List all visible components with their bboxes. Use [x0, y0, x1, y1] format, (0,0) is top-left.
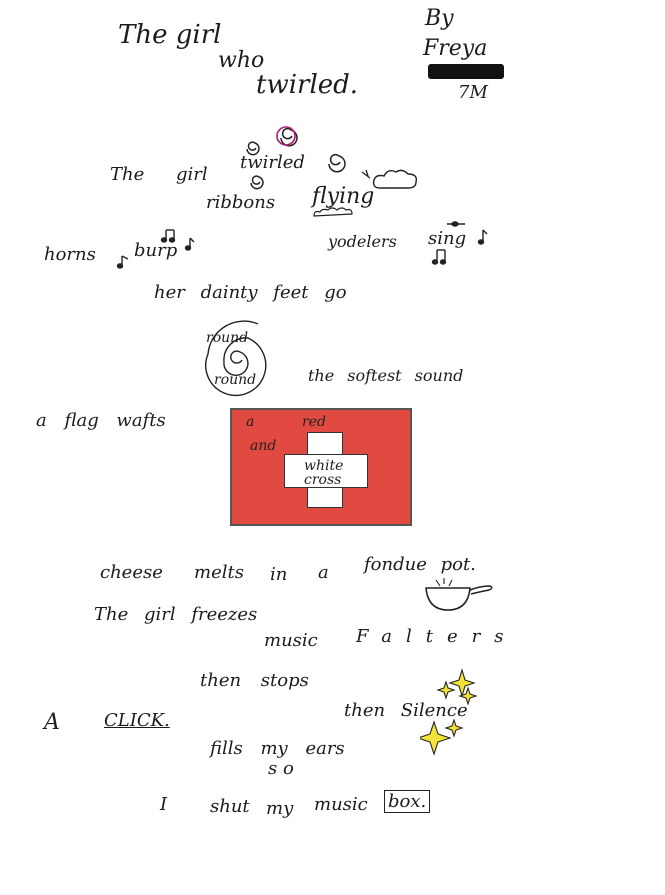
- redaction-scribble: [428, 64, 504, 79]
- line11-word-click: CLICK.: [104, 710, 170, 731]
- spiral-word-round-inner: round: [214, 372, 257, 388]
- spiral-icon: [246, 126, 346, 190]
- cloud-icon: [361, 169, 418, 189]
- line13: s o: [268, 758, 294, 779]
- line1-word-twirled: twirled: [240, 152, 305, 173]
- line5: the softest sound: [308, 366, 464, 385]
- music-note-icon: [116, 229, 195, 269]
- title-line-2: who: [218, 48, 265, 73]
- line11-word-then-silence: then Silence: [344, 700, 468, 721]
- flag-word-a: a: [246, 414, 255, 430]
- flag-word-red: red: [302, 414, 326, 430]
- line7-word-a: a: [318, 562, 329, 583]
- line8: The girl freezes: [94, 604, 258, 625]
- line7-word-cheese: cheese: [100, 562, 163, 583]
- swiss-flag: a red and white cross: [230, 408, 412, 526]
- author-name: Freya: [423, 36, 488, 61]
- music-note-icon: [431, 221, 488, 265]
- class-label: 7M: [458, 82, 488, 103]
- fondue-pot-icon: [425, 578, 493, 611]
- line7-word-in: in: [270, 564, 288, 585]
- line6: a flag wafts: [36, 410, 166, 431]
- line1-word-girl: girl: [176, 164, 208, 185]
- line14-word-music: music: [314, 794, 368, 815]
- line2-word-ribbons: ribbons: [206, 192, 276, 213]
- line14-word-box: box.: [384, 790, 431, 813]
- flag-word-white: white: [304, 458, 344, 474]
- spiral-icon: [205, 320, 267, 397]
- line10: then stops: [200, 670, 309, 691]
- spiral-word-round-outer: round: [206, 330, 249, 346]
- line4: her dainty feet go: [154, 282, 347, 303]
- flag-word-and: and: [250, 438, 277, 454]
- line14-word-i: I: [160, 794, 168, 815]
- flag-word-cross: cross: [304, 472, 342, 488]
- line3-word-yodelers: yodelers: [328, 232, 397, 251]
- line14-word-my: my: [266, 798, 294, 819]
- line1-word-the: The: [110, 164, 145, 185]
- line7-word-fondue-pot: fondue pot.: [364, 554, 476, 575]
- title-line-1: The girl: [118, 20, 222, 50]
- flag-cross-center: [308, 455, 342, 487]
- line7-word-melts: melts: [194, 562, 244, 583]
- line3-word-horns: horns: [44, 244, 96, 265]
- sparkle-icon: [420, 668, 478, 756]
- line14-word-shut: shut: [210, 796, 250, 817]
- line3-word-sing: sing: [428, 228, 467, 249]
- line11-word-a: A: [44, 710, 60, 735]
- line2-word-flying: flying: [312, 184, 375, 209]
- small-cloud-icon: [313, 207, 353, 217]
- line12: fills my ears: [210, 738, 345, 759]
- line9-word-music: music: [264, 630, 318, 651]
- title-line-3: twirled.: [256, 70, 359, 100]
- by-label: By: [425, 6, 454, 31]
- line9-word-falters: Falters: [356, 626, 518, 647]
- line3-word-burp: burp: [134, 240, 178, 261]
